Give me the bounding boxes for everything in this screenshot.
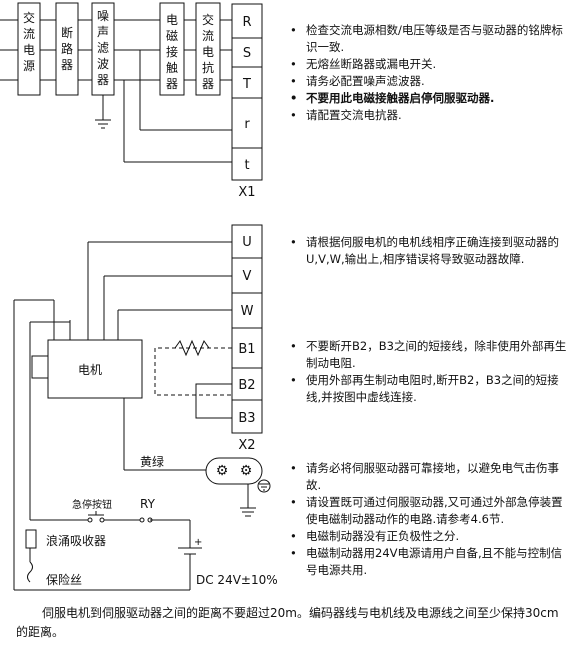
motor-label: 电机 [78,363,102,377]
regen-notes: 不要断开B2，B3之间的短接线，除非使用外部再生制动电阻. 使用外部再生制动电阻… [290,338,572,406]
ground-brake-notes: 请务必将伺服驱动器可靠接地，以避免电气击伤事故. 请设置既可通过伺服驱动器,又可… [290,460,572,579]
surge-absorber-label: 浪涌吸收器 [46,533,106,548]
power-note: 请务必配置噪声滤波器. [290,73,572,90]
terminal-r-upper: R [242,15,251,30]
ac-source-box [17,2,41,96]
motor-notes: 请根据伺服电机的电机线相序正确连接到驱动器的U,V,W,输出上,相序错误将导致驱… [290,234,572,268]
terminal-v: V [243,269,252,284]
terminal-b3: B3 [238,411,255,426]
ground-brake-note: 电磁制动器没有正负极性之分. [290,528,572,545]
terminal-s: S [243,46,251,61]
contactor-label: 电磁接触器 [165,13,178,91]
ground-wire-label: 黄绿 [140,454,164,469]
terminal-t-upper: T [242,77,251,92]
relay-label: RY [140,497,156,511]
gear-icon: ⚙ [215,463,229,479]
motor-note: 请根据伺服电机的电机线相序正确连接到驱动器的U,V,W,输出上,相序错误将导致驱… [290,234,572,268]
regen-note: 不要断开B2，B3之间的短接线，除非使用外部再生制动电阻. [290,338,572,372]
power-note: 无熔丝断路器或漏电开关. [290,56,572,73]
ground-terminal-icon: ⚙ ⚙ [210,460,258,482]
ac-source-label: 交流电源 [22,11,35,73]
gear-icon: ⚙ [239,463,253,479]
reactor-label: 交流电抗器 [201,13,214,91]
dc-supply-label: DC 24V±10% [196,573,278,587]
ground-brake-note: 请务必将伺服驱动器可靠接地，以避免电气击伤事故. [290,460,572,494]
breaker-box [55,2,79,96]
terminal-u: U [242,235,252,250]
terminal-r-lower: r [244,117,250,132]
power-note: 请配置交流电抗器. [290,107,572,124]
power-notes: 检查交流电源相数/电压等级是否与驱动器的铭牌标识一致. 无熔丝断路器或漏电开关.… [290,22,572,124]
contactor-box [159,2,185,96]
regen-note: 使用外部再生制动电阻时,断开B2，B3之间的短接线,并按图中虚线连接. [290,372,572,406]
x2-label: X2 [238,438,255,453]
power-note: 检查交流电源相数/电压等级是否与驱动器的铭牌标识一致. [290,22,572,56]
terminal-t-lower: t [244,158,249,173]
terminal-b2: B2 [238,378,255,393]
terminal-b1: B1 [238,342,255,357]
ground-brake-note: 电磁制动器用24V电源请用户自备,且不能与控制信号电源共用. [290,545,572,579]
plus-label: + [194,537,202,548]
estop-label: 急停按钮 [72,498,112,511]
ground-brake-note: 请设置既可通过伺服驱动器,又可通过外部急停装置使电磁制动器动作的电路.请参考4.… [290,494,572,528]
reactor-box [195,2,221,96]
fuse-label: 保险丝 [46,572,82,587]
breaker-label: 断路器 [60,26,73,72]
noise-filter-label: 噪声滤波器 [96,9,109,87]
power-note-warning: 不要用此电磁接触器启停伺服驱动器. [290,90,572,107]
footer-note: 伺服电机到伺服驱动器之间的距离不要超过20m。编码器线与电机线及电源线之间至少保… [16,606,559,639]
terminal-w: W [241,304,254,319]
x1-label: X1 [238,185,255,200]
